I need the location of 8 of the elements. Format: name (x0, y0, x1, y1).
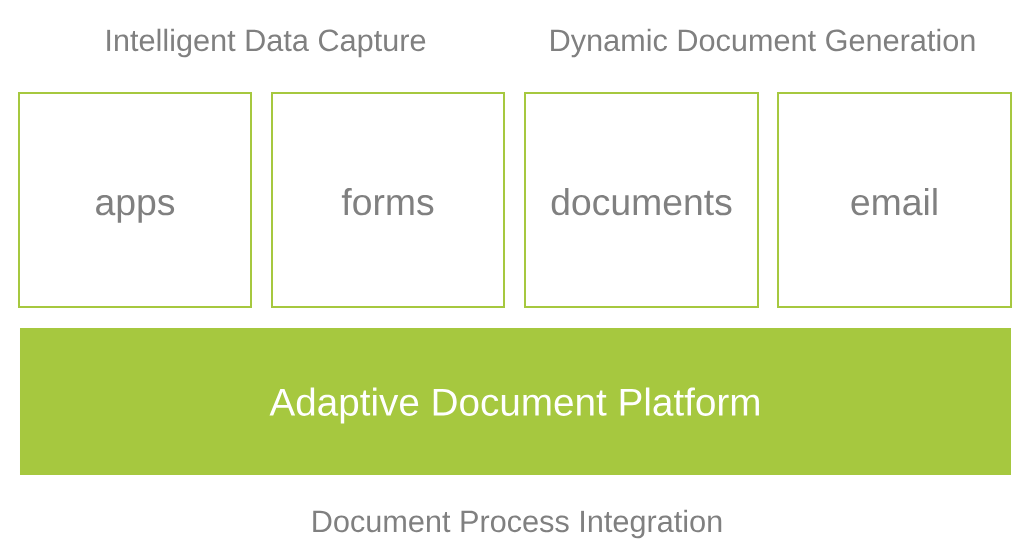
group-heading: Dynamic Document Generation (551, 28, 975, 58)
content-box: documents (524, 92, 759, 308)
group-heading: Intelligent Data Capture (107, 28, 426, 58)
platform-bar: Adaptive Document Platform (20, 328, 1011, 475)
content-box: forms (271, 92, 505, 308)
content-box: email (777, 92, 1012, 308)
content-box: apps (18, 92, 252, 308)
layer-label: Document Process Integration (313, 509, 722, 539)
